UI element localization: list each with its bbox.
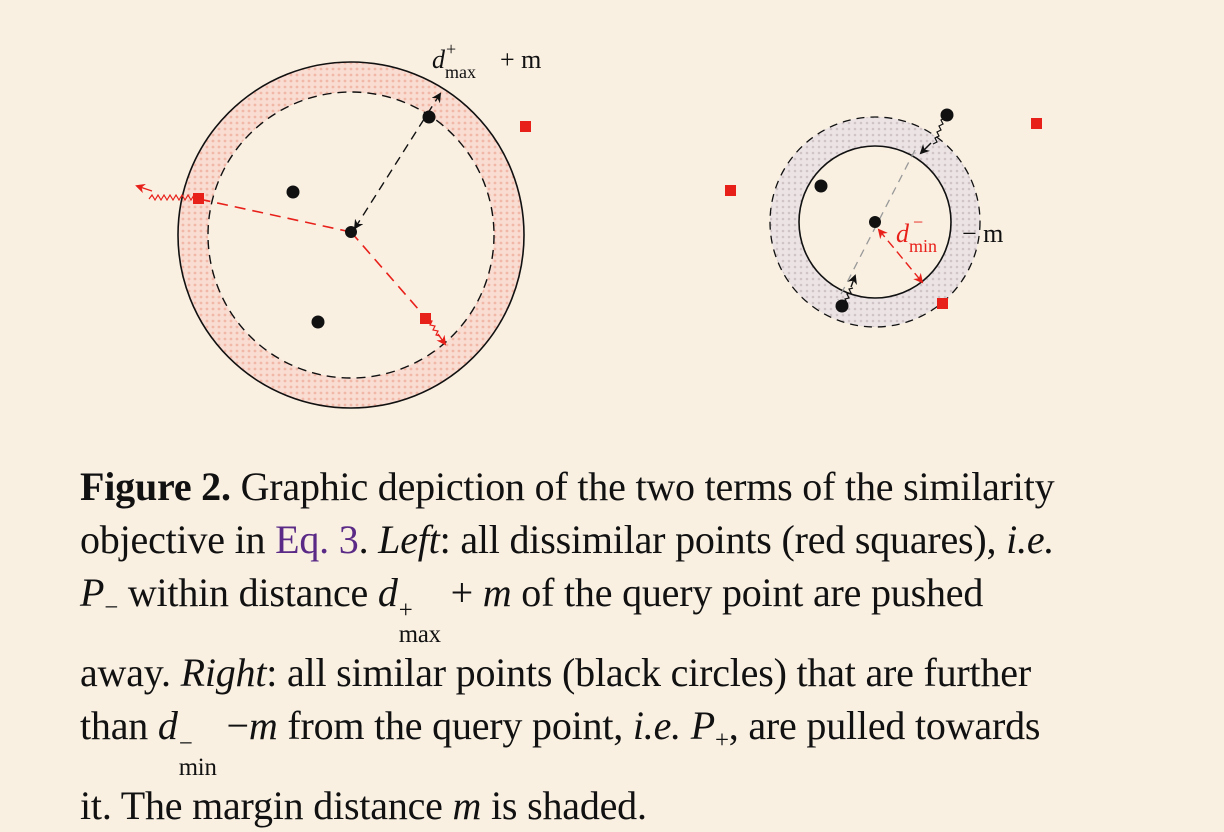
left-dmax-label: dmax++ m [432, 39, 541, 82]
left-dissimilar-point [520, 121, 531, 132]
right-diagram: dmin−− m [725, 108, 1042, 328]
left-push-arrow-2 [436, 333, 447, 346]
right-pull-arrow-2 [847, 274, 857, 288]
right-pull-arrow-1 [919, 142, 932, 155]
left-radius-arrow [353, 92, 442, 230]
right-dissimilar-point [1031, 118, 1042, 129]
figure-label: Figure 2. [80, 464, 231, 509]
caption-line-4: away. Right: all similar points (black c… [80, 650, 1031, 696]
left-dmax-circle [207, 91, 495, 379]
left-diagram: dmax++ m [135, 39, 541, 409]
left-dissimilar-point [420, 313, 431, 324]
right-dissimilar-point [725, 185, 736, 196]
equation-link[interactable]: Eq. 3 [275, 517, 359, 562]
right-pull-squiggle-1 [932, 117, 946, 145]
caption-line-5: than d−min −m from the query point, i.e.… [80, 703, 1041, 781]
right-dmin-circle [798, 145, 952, 299]
left-similar-point [286, 185, 300, 199]
right-dissimilar-point [937, 298, 948, 309]
caption-line-3: P− within distance d+max + m of the quer… [80, 570, 984, 648]
left-similar-point [422, 110, 436, 124]
right-similar-point [940, 108, 954, 122]
similarity-figure: dmax++ m dmin−− m [135, 39, 1042, 409]
right-outer-dashed-circle [769, 116, 981, 328]
caption-line-6: it. The margin distance m is shaded. [80, 783, 647, 829]
left-similar-point [311, 315, 325, 329]
left-query-point [345, 226, 357, 238]
left-push-squiggle-1 [148, 193, 198, 202]
left-red-dashed-1 [198, 198, 352, 233]
right-similar-point [835, 299, 849, 313]
left-push-arrow-1 [135, 183, 153, 194]
figure-caption: Figure 2. Graphic depiction of the two t… [80, 460, 1180, 832]
caption-line-1: Figure 2. Graphic depiction of the two t… [80, 464, 1055, 509]
right-query-point [869, 216, 881, 228]
left-red-dashed-2 [350, 231, 427, 319]
right-dmin-arrow [877, 228, 924, 284]
caption-line-2: objective in Eq. 3. Left: all dissimilar… [80, 517, 1055, 562]
left-push-squiggle-2 [426, 319, 441, 337]
right-similar-point [814, 179, 828, 193]
left-dissimilar-point [193, 193, 204, 204]
left-outer-circle [177, 61, 525, 409]
right-dmin-label: dmin−− m [896, 212, 1003, 256]
